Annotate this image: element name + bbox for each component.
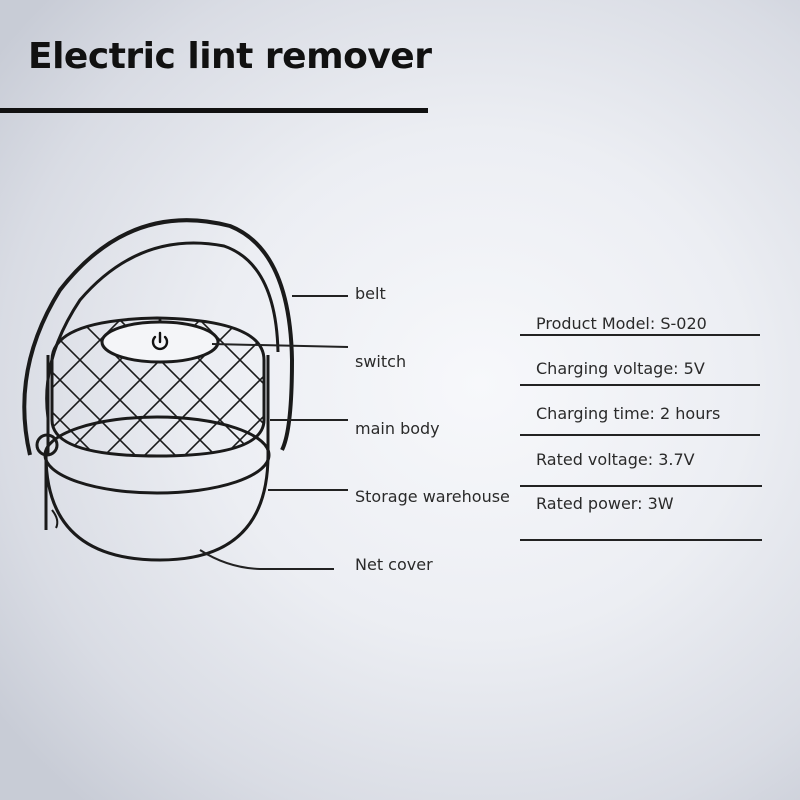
spec-divider xyxy=(520,384,760,386)
storage-section xyxy=(44,454,270,562)
title-underline xyxy=(0,108,428,113)
spec-product-model: Product Model: S-020 xyxy=(536,314,707,333)
belt-clip xyxy=(35,433,59,457)
spec-rated-voltage: Rated voltage: 3.7V xyxy=(536,450,695,469)
leader-switch xyxy=(211,343,349,348)
label-net-cover: Net cover xyxy=(355,555,433,574)
spec-divider xyxy=(520,539,762,541)
spec-divider xyxy=(520,434,760,436)
label-storage-warehouse: Storage warehouse xyxy=(355,487,510,506)
page-title: Electric lint remover xyxy=(28,36,432,77)
spec-rated-power: Rated power: 3W xyxy=(536,494,674,513)
label-switch: switch xyxy=(355,352,407,371)
spec-divider xyxy=(520,334,760,336)
spec-charging-time: Charging time: 2 hours xyxy=(536,404,721,423)
label-belt: belt xyxy=(355,284,386,303)
leader-net-cover xyxy=(199,549,334,570)
label-main-body: main body xyxy=(355,419,440,438)
spec-charging-voltage: Charging voltage: 5V xyxy=(536,359,705,378)
power-icon xyxy=(151,331,169,351)
spec-divider xyxy=(520,485,762,487)
belt-strap xyxy=(22,218,295,456)
